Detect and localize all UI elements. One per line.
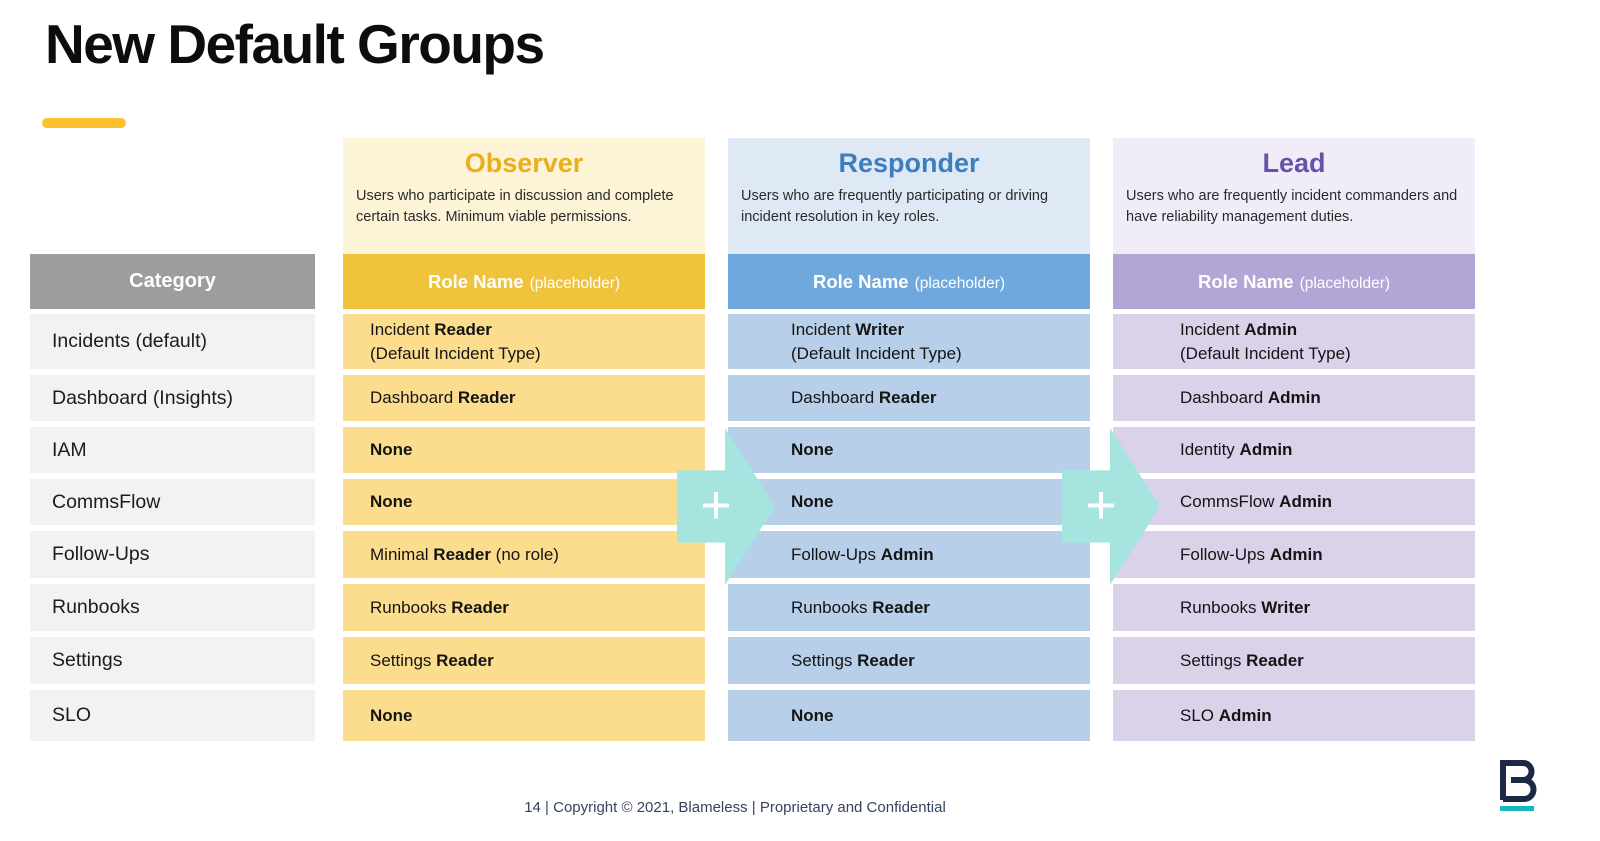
logo-underline	[1500, 806, 1534, 811]
category-row: Incidents (default)	[30, 314, 315, 369]
role-cell: CommsFlow Admin	[1113, 479, 1475, 525]
role-cell: Settings Reader	[1113, 637, 1475, 684]
role-name-header: Role Name (placeholder)	[343, 254, 705, 309]
role-cell: Runbooks Writer	[1113, 584, 1475, 631]
role-cell: Settings Reader	[728, 637, 1090, 684]
role-cell: Settings Reader	[343, 637, 705, 684]
category-header: Category	[30, 254, 315, 309]
category-row: SLO	[30, 690, 315, 741]
role-cell: Identity Admin	[1113, 427, 1475, 473]
column-intro: Observer Users who participate in discus…	[343, 138, 705, 254]
role-cell: Dashboard Reader	[343, 375, 705, 421]
column-title: Responder	[838, 148, 980, 178]
role-cell: Incident Reader (Default Incident Type)	[343, 314, 705, 369]
footer-text: 14 | Copyright © 2021, Blameless | Propr…	[524, 799, 946, 816]
role-cell: None	[343, 427, 705, 473]
role-cell: None	[343, 479, 705, 525]
role-cell: Minimal Reader (no role)	[343, 531, 705, 578]
plus-icon: +	[700, 474, 732, 535]
role-cell: SLO Admin	[1113, 690, 1475, 741]
role-name-label: Role Name	[812, 271, 909, 292]
column-description: Users who are frequently participating o…	[741, 188, 1049, 225]
blameless-logo	[1500, 760, 1537, 811]
role-name-label: Role Name	[1197, 271, 1294, 292]
role-cell: None	[728, 479, 1090, 525]
role-cell: Dashboard Reader	[728, 375, 1090, 421]
role-cell: None	[728, 690, 1090, 741]
category-row: Settings	[30, 637, 315, 684]
role-cell: Follow-Ups Admin	[728, 531, 1090, 578]
category-row: Follow-Ups	[30, 531, 315, 578]
role-name-label: Role Name	[427, 271, 524, 292]
role-name-header: Role Name (placeholder)	[1113, 254, 1475, 309]
page-title: New Default Groups	[45, 13, 545, 75]
role-cell: Dashboard Admin	[1113, 375, 1475, 421]
role-name-header: Role Name (placeholder)	[728, 254, 1090, 309]
category-row: Dashboard (Insights)	[30, 375, 315, 421]
column-description: Users who participate in discussion and …	[356, 188, 674, 225]
column-title: Observer	[464, 148, 584, 178]
category-row: IAM	[30, 427, 315, 473]
role-cell: Runbooks Reader	[728, 584, 1090, 631]
category-rows: Incidents (default) Dashboard (Insights)…	[30, 314, 315, 741]
role-cell: Incident Admin (Default Incident Type)	[1113, 314, 1475, 369]
role-name-placeholder: (placeholder)	[914, 275, 1006, 292]
role-cell: Follow-Ups Admin	[1113, 531, 1475, 578]
title-accent-bar	[42, 118, 126, 128]
role-rows: Incident Reader (Default Incident Type) …	[343, 314, 705, 741]
role-column-responder: Responder Users who are frequently parti…	[728, 138, 1090, 741]
logo-b-icon	[1500, 760, 1537, 802]
column-description: Users who are frequently incident comman…	[1126, 188, 1458, 225]
role-rows: Incident Admin (Default Incident Type) D…	[1113, 314, 1475, 741]
role-cell: None	[728, 427, 1090, 473]
role-cell: Incident Writer (Default Incident Type)	[728, 314, 1090, 369]
role-name-placeholder: (placeholder)	[529, 275, 621, 292]
plus-icon: +	[1085, 474, 1117, 535]
column-title: Lead	[1262, 148, 1326, 178]
column-intro: Responder Users who are frequently parti…	[728, 138, 1090, 254]
role-cell: None	[343, 690, 705, 741]
column-intro: Lead Users who are frequently incident c…	[1113, 138, 1475, 254]
category-row: Runbooks	[30, 584, 315, 631]
role-column-lead: Lead Users who are frequently incident c…	[1113, 138, 1475, 741]
role-cell: Runbooks Reader	[343, 584, 705, 631]
role-column-observer: Observer Users who participate in discus…	[343, 138, 705, 741]
category-row: CommsFlow	[30, 479, 315, 525]
role-rows: Incident Writer (Default Incident Type) …	[728, 314, 1090, 741]
category-table: Category Incidents (default) Dashboard (…	[30, 254, 315, 741]
role-name-placeholder: (placeholder)	[1299, 275, 1391, 292]
